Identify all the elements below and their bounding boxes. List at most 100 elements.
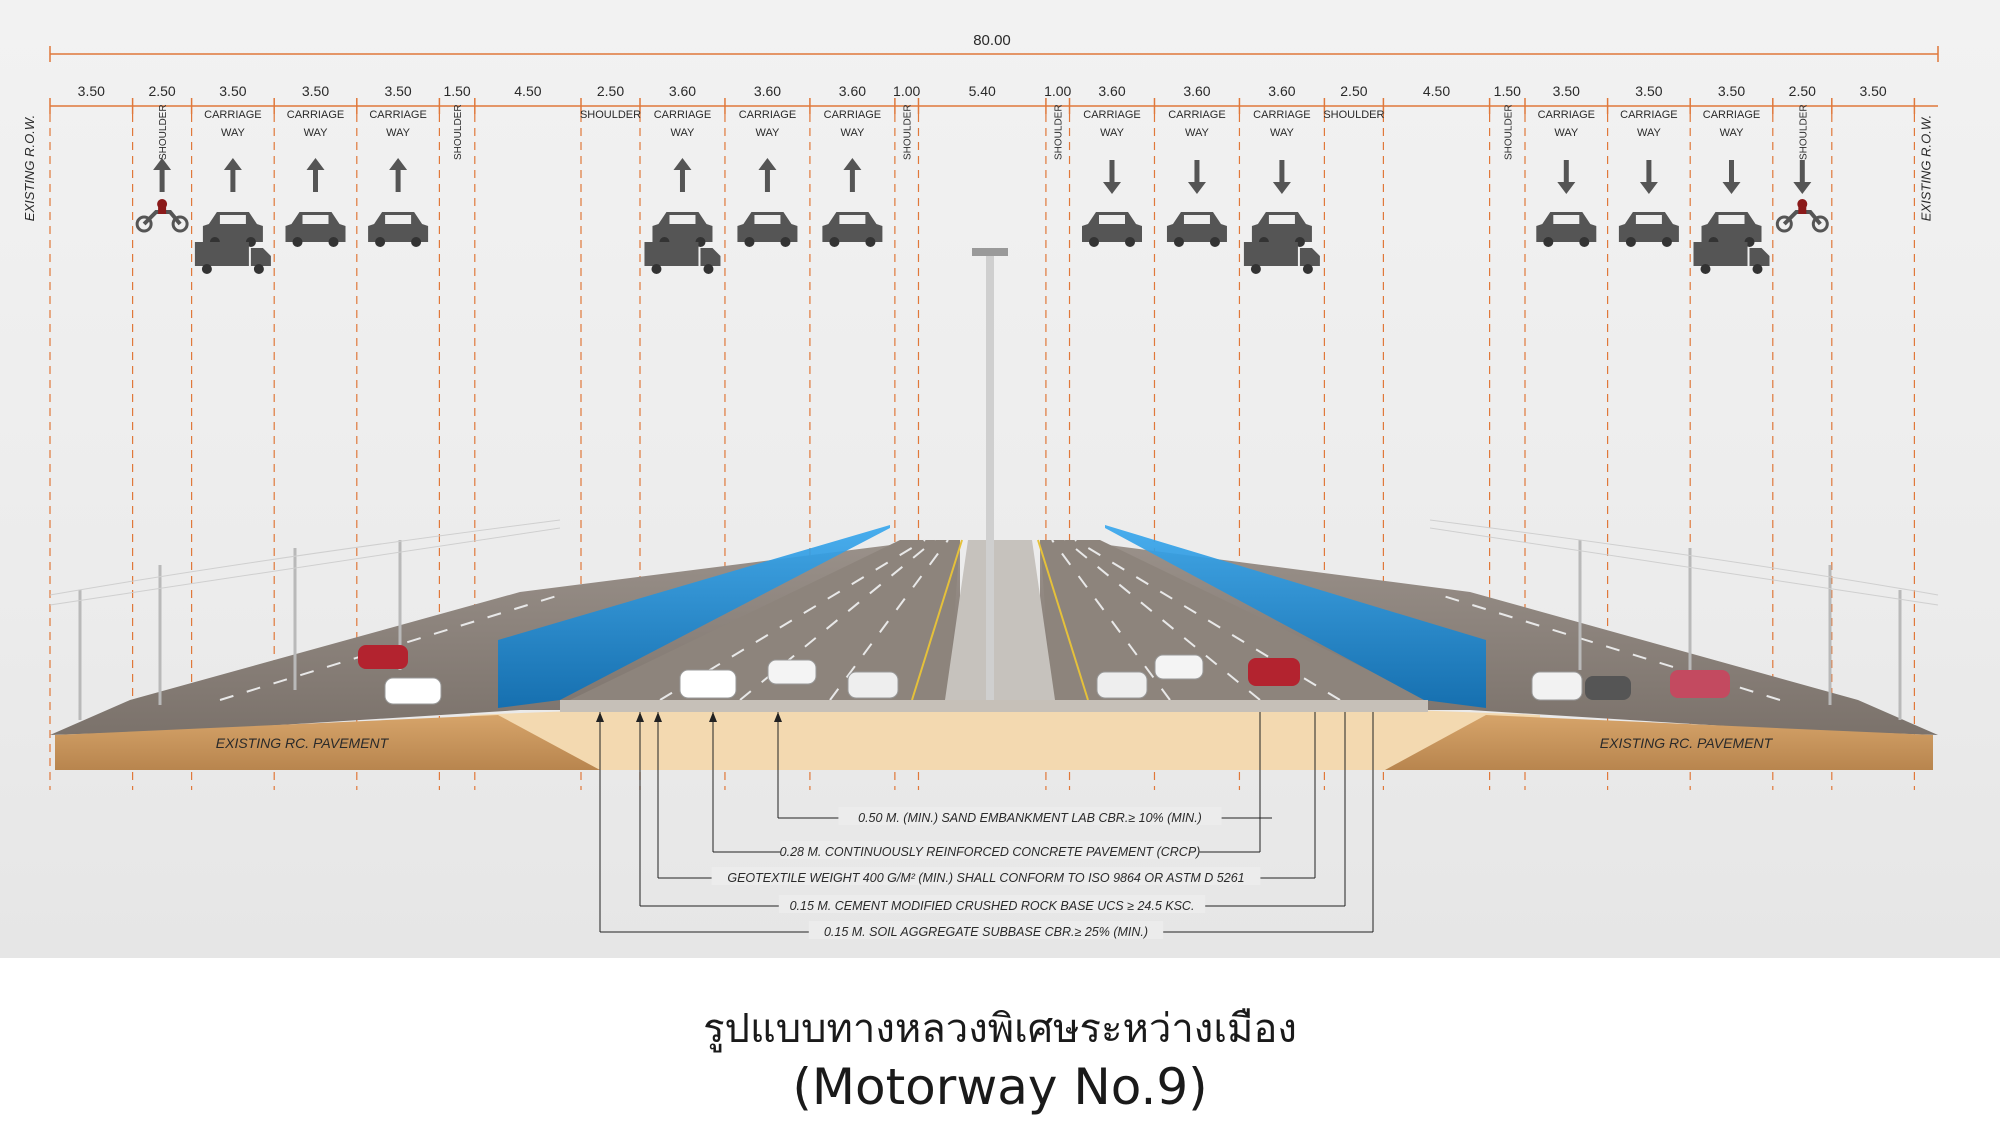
arrow-down-icon [1103,160,1121,194]
segment-icons [135,158,1829,274]
callout-text-bg [711,867,1261,885]
car-icon [1251,212,1312,247]
segment-width-label: 3.60 [839,83,866,99]
existing-pavement-label-right: EXISTING RC. PAVEMENT [1600,735,1774,751]
carriageway-label: CARRIAGE [1703,109,1760,121]
carriageway-label: WAY [386,127,410,139]
segment-width-label: 2.50 [148,83,175,99]
arrow-up-icon [153,158,172,192]
segment-width-label: 5.40 [969,83,996,99]
car-icon [202,212,263,247]
existing-pavement-soil-left [55,715,600,770]
noise-barrier-left [498,525,890,708]
arrow-up-icon [673,158,692,192]
layer-callout: 0.50 M. (MIN.) SAND EMBANKMENT LAB CBR.≥… [774,712,1272,825]
carriageway-label: CARRIAGE [654,109,711,121]
callout-arrowhead [596,712,604,722]
callout-arrowhead [709,712,717,722]
callout-text-bg [778,895,1206,913]
callout-text-bg [808,921,1164,939]
carriageway-label: CARRIAGE [739,109,796,121]
segment-width-label: 2.50 [1340,83,1367,99]
segment-labels: EXISTING R.O.W. SHOULDER CARRIAGE WAY CARRIA… [22,104,1933,221]
segment-width-label: 3.50 [384,83,411,99]
motorcycle-icon [1775,199,1829,233]
shoulder-label: SHOULDER [1054,104,1065,160]
segment-width-label: 3.60 [1183,83,1210,99]
existing-pavement-label-left: EXISTING RC. PAVEMENT [216,735,390,751]
arrow-up-icon [758,158,777,192]
segment-width-label: 3.50 [1859,83,1886,99]
caption: รูปแบบทางหลวงพิเศษระหว่างเมือง (Motorway… [0,958,2000,1125]
pavement-layer [560,700,1428,712]
row-label: EXISTING R.O.W. [22,115,37,221]
carriageway-label: CARRIAGE [1620,109,1677,121]
layer-label: 0.15 M. CEMENT MODIFIED CRUSHED ROCK BAS… [790,899,1195,913]
arrow-up-icon [389,158,408,192]
motorcycle-icon [135,199,189,233]
overall-dimension: 80.00 [49,32,1939,62]
arrow-down-icon [1793,160,1812,194]
segment-width-label: 1.50 [1494,83,1521,99]
caption-english: (Motorway No.9) [792,1058,1208,1116]
layer-callout: 0.28 M. CONTINUOUSLY REINFORCED CONCRETE… [709,712,1261,859]
truck-icon [644,242,721,274]
car-icon [652,212,713,247]
car-icon [285,212,346,247]
carriageway-label: WAY [1720,127,1744,139]
car-icon [822,212,883,247]
layer-label: 0.15 M. SOIL AGGREGATE SUBBASE CBR.≥ 25%… [824,925,1148,939]
car-icon [1166,212,1227,247]
carriageway-label: CARRIAGE [1538,109,1595,121]
arrow-down-icon [1722,160,1741,194]
carriageway-label: WAY [1100,127,1124,139]
car-icon [1082,212,1142,247]
shoulder-label: SHOULDER [158,104,169,160]
carriageway-label: CARRIAGE [287,109,344,121]
layer-callout: 0.15 M. CEMENT MODIFIED CRUSHED ROCK BAS… [636,712,1346,913]
main-carriageway-right [1040,540,1430,700]
carriageway-label: WAY [1270,127,1294,139]
carriageway-label: CARRIAGE [1168,109,1225,121]
callout-arrowhead [774,712,782,722]
arrow-down-icon [1187,160,1206,194]
truck-icon [1243,242,1320,274]
segment-width-label: 3.60 [669,83,696,99]
carriageway-label: CARRIAGE [824,109,881,121]
segment-width-label: 2.50 [597,83,624,99]
carriageway-label: WAY [756,127,780,139]
segment-width-label: 3.60 [1268,83,1295,99]
arrow-up-icon [306,158,325,192]
arrow-up-icon [843,158,862,192]
callout-arrowhead [636,712,644,722]
layer-label: GEOTEXTILE WEIGHT 400 G/M² (MIN.) SHALL … [727,871,1244,885]
segment-width-label: 1.50 [443,83,470,99]
shoulder-label: SHOULDER [580,109,641,121]
layer-callout: GEOTEXTILE WEIGHT 400 G/M² (MIN.) SHALL … [654,712,1316,885]
segment-width-label: 3.60 [754,83,781,99]
segment-width-label: 4.50 [1423,83,1450,99]
arrow-down-icon [1639,160,1658,194]
shoulder-label: SHOULDER [453,104,464,160]
segment-width-label: 3.50 [1718,83,1745,99]
segment-width-labels: 3.50 2.50 3.50 3.50 3.50 1.50 4.50 2.50 3.60 3.60… [78,83,1887,99]
carriageway-label: WAY [304,127,328,139]
segment-width-label: 1.00 [893,83,920,99]
caption-thai: รูปแบบทางหลวงพิเศษระหว่างเมือง [703,1006,1297,1052]
carriageway-label: CARRIAGE [369,109,426,121]
arrow-down-icon [1272,160,1291,194]
carriageway-label: WAY [221,127,245,139]
median-yellow-line-right [1037,539,1089,701]
car-icon [737,212,798,247]
high-mast-light-head [972,248,1008,256]
segment-width-label: 3.50 [1553,83,1580,99]
layer-label: 0.28 M. CONTINUOUSLY REINFORCED CONCRETE… [780,845,1201,859]
carriageway-label: WAY [1637,127,1661,139]
layer-callouts: 0.50 M. (MIN.) SAND EMBANKMENT LAB CBR.≥… [596,712,1374,939]
carriageway-label: CARRIAGE [1253,109,1310,121]
road-scene: EXISTING RC. PAVEMENT EXISTING RC. PAVEM… [49,248,1939,770]
arrow-down-icon [1557,160,1576,194]
carriageway-label: CARRIAGE [204,109,261,121]
carriageway-label: WAY [1185,127,1209,139]
carriageway-label: WAY [840,127,864,139]
